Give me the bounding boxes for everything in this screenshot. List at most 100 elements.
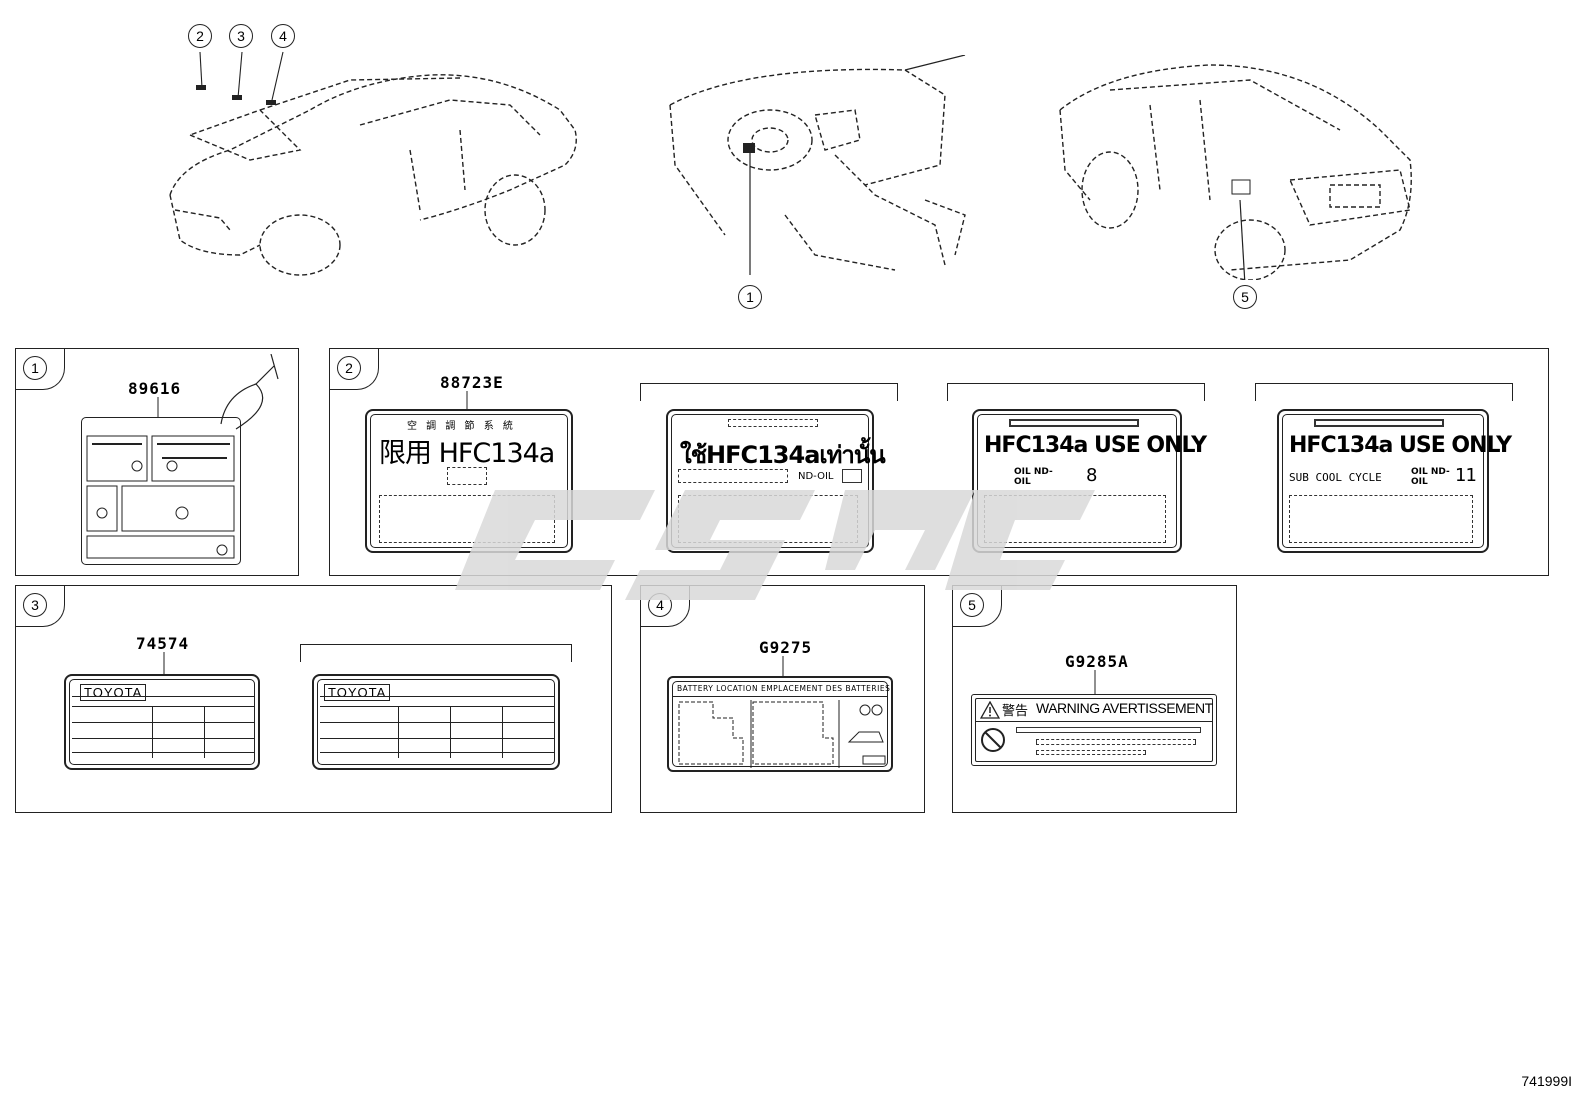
callout-1-overview: 1 (738, 285, 762, 309)
label-row (72, 752, 254, 753)
label-inner-border (672, 681, 888, 767)
label-header-text: BATTERY LOCATION EMPLACEMENT DES BATTERI… (677, 684, 891, 693)
panel-3: 3 74574 TOYOTA TOYOTA (15, 585, 612, 813)
panel-4: 4 G9275 BATTERY LOCATION EMPLACEMENT DES… (640, 585, 925, 813)
panel-1: 1 89616 (15, 348, 299, 576)
label-inner-border (975, 698, 1213, 762)
part-number-74574: 74574 (136, 634, 190, 653)
label-oil-number: 8 (1086, 465, 1097, 486)
label-box (842, 469, 862, 483)
ac-label-english-11: HFC134a USE ONLY SUB COOL CYCLE OIL ND-O… (1277, 409, 1512, 553)
label-row (320, 752, 554, 753)
label-box (1289, 495, 1473, 543)
label-oil-number: 11 (1455, 465, 1477, 486)
label-row (72, 696, 254, 697)
callout-3-overview: 3 (229, 24, 253, 48)
label-oil-text: ND-OIL (798, 471, 834, 482)
label-box (379, 495, 555, 543)
panel-3-number: 3 (23, 593, 47, 617)
battery-location-label: BATTERY LOCATION EMPLACEMENT DES BATTERI… (667, 676, 893, 772)
rear-car-drawing (1059, 64, 1412, 280)
part-number-G9285A: G9285A (1065, 652, 1129, 671)
label-row (673, 696, 887, 697)
variant-bracket (1255, 383, 1513, 401)
label-box (1314, 419, 1444, 427)
ac-label-chinese: 空 調 調 節 系 統 限用 HFC134a (365, 409, 573, 553)
label-column (204, 706, 205, 758)
callout-4-overview: 4 (271, 24, 295, 48)
leader-line (466, 391, 468, 411)
label-main-text: ใช้HFC134aเท่านั้น (680, 441, 886, 469)
label-row (72, 722, 254, 723)
label-cycle-text: SUB COOL CYCLE (1289, 471, 1382, 484)
panel-2-tab: 2 (329, 348, 379, 390)
label-89616-artwork (86, 435, 235, 559)
label-box (678, 469, 788, 483)
panel-5: 5 G9285A 警告 WARNING AVERTISSEMENT (952, 585, 1237, 813)
warning-cjk-text: 警告 (1002, 704, 1029, 719)
label-inner-border (69, 679, 255, 765)
label-box (1009, 419, 1139, 427)
label-brand: TOYOTA (324, 684, 391, 701)
label-89616 (81, 417, 241, 565)
label-main-text: 限用 HFC134a (379, 438, 555, 469)
label-main-text: HFC134a USE ONLY (1289, 433, 1512, 458)
variant-bracket (947, 383, 1205, 401)
label-box (984, 495, 1166, 543)
warning-triangle-icon (980, 701, 1000, 719)
label-box (1016, 727, 1201, 733)
panel-1-number: 1 (23, 356, 47, 380)
leader-line (782, 656, 784, 678)
panel-2: 2 88723E 空 調 調 節 系 統 限用 HFC134a ใช้HFC13… (329, 348, 1549, 576)
label-inner-border (1282, 414, 1484, 548)
panel-4-tab: 4 (640, 585, 690, 627)
label-row (320, 738, 554, 739)
label-header-text: 空 調 調 節 系 統 (407, 421, 516, 432)
label-column (450, 706, 451, 758)
leader-line (1094, 670, 1096, 694)
hang-tag-string (220, 354, 279, 430)
panel-1-tab: 1 (15, 348, 65, 390)
label-row (72, 706, 254, 707)
label-row (320, 706, 554, 707)
label-box (447, 467, 487, 485)
panel-5-number: 5 (960, 593, 984, 617)
vehicle-id-label-3col: TOYOTA (64, 674, 260, 770)
part-number-89616: 89616 (128, 379, 182, 398)
label-row (976, 721, 1212, 722)
label-oil-text: OIL ND-OIL (1014, 467, 1053, 487)
callout-2-overview: 2 (188, 24, 212, 48)
callout-5-overview: 5 (1233, 285, 1257, 309)
warning-label: 警告 WARNING AVERTISSEMENT (971, 694, 1217, 766)
panel-5-tab: 5 (952, 585, 1002, 627)
label-main-text: HFC134a USE ONLY (984, 433, 1207, 458)
battery-diagram-artwork (678, 700, 886, 768)
prohibition-icon (981, 728, 1005, 752)
label-brand: TOYOTA (80, 684, 147, 701)
label-column (502, 706, 503, 758)
warning-text: WARNING AVERTISSEMENT (1036, 700, 1213, 716)
variant-bracket (640, 383, 898, 401)
front-car-drawing (169, 51, 577, 276)
panel-3-tab: 3 (15, 585, 65, 627)
dashboard-drawing (669, 55, 966, 275)
label-box (678, 495, 858, 543)
label-row (320, 696, 554, 697)
label-oil-text: OIL ND-OIL (1411, 467, 1450, 487)
label-box (728, 419, 818, 427)
vehicle-id-label-4col: TOYOTA (312, 674, 560, 770)
label-box (1036, 739, 1196, 745)
diagram-code: 741999I (1521, 1073, 1572, 1089)
label-box (1036, 750, 1146, 755)
label-inner-border (317, 679, 555, 765)
part-number-G9275: G9275 (759, 638, 813, 657)
part-number-88723E: 88723E (440, 373, 504, 392)
label-column (398, 706, 399, 758)
label-row (320, 722, 554, 723)
leader-line (163, 652, 165, 674)
panel-4-number: 4 (648, 593, 672, 617)
leader-line (157, 397, 159, 419)
panel-2-number: 2 (337, 356, 361, 380)
variant-bracket (300, 644, 572, 662)
ac-label-thai: ใช้HFC134aเท่านั้น ND-OIL (666, 409, 886, 553)
